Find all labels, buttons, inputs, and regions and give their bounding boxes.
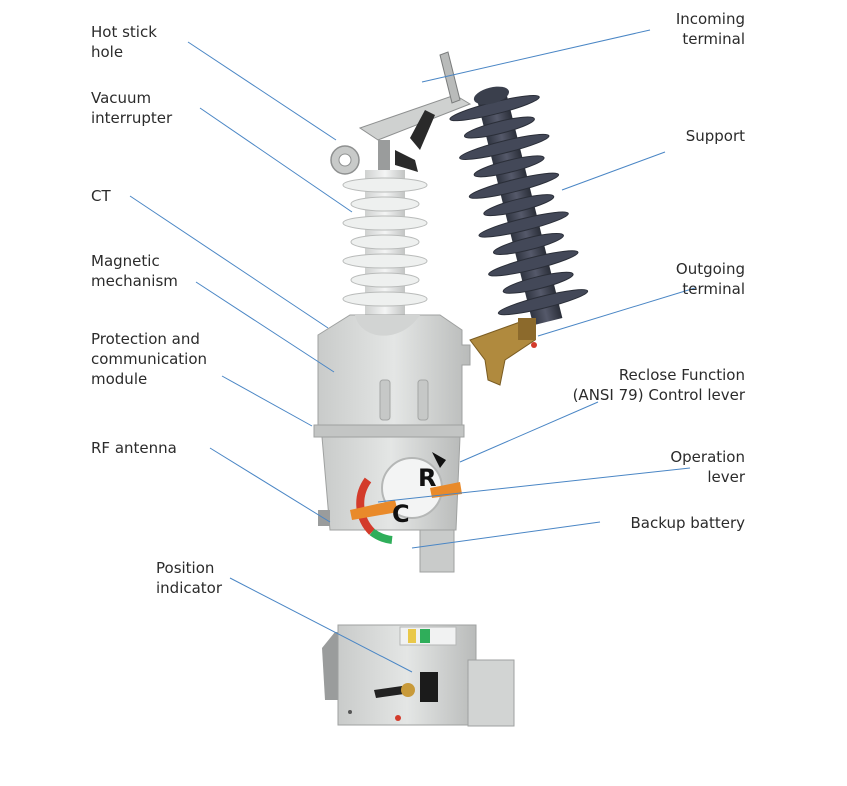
insulator-shed-dark <box>483 194 555 217</box>
leader-protection-module <box>221 375 313 427</box>
label-ct: CT <box>91 187 111 205</box>
leader-incoming-terminal <box>421 29 651 83</box>
label-support: Support <box>685 127 745 145</box>
insulator-shed-dark <box>502 271 574 294</box>
leader-support <box>561 151 666 191</box>
leader-lines <box>129 29 696 673</box>
vacuum-interrupter-insulator <box>342 170 428 335</box>
reclose-dial <box>350 452 462 544</box>
position-indicator-window <box>420 672 438 702</box>
leader-vacuum-interrupter <box>199 107 353 213</box>
operation-lever-handle <box>350 500 398 520</box>
leader-reclose-function <box>459 401 599 463</box>
outgoing-terminal-brass <box>469 318 537 386</box>
insulator-shed <box>350 272 420 288</box>
leader-outgoing-terminal <box>537 287 696 337</box>
leader-backup-battery <box>411 521 601 549</box>
insulator-shed-dark <box>493 232 564 255</box>
dial-letter-c: C <box>392 500 410 528</box>
insulator-shed-dark <box>497 289 589 316</box>
position-indicator-unit <box>322 624 515 727</box>
label-reclose-function: Reclose Function(ANSI 79) Control lever <box>572 366 745 404</box>
label-backup-battery: Backup battery <box>630 514 746 532</box>
leader-operation-lever <box>377 467 691 503</box>
leader-magnetic-mechanism <box>195 281 335 373</box>
incoming-terminal-bracket <box>330 51 472 175</box>
insulator-shed <box>342 177 428 193</box>
dial-letter-r: R <box>418 464 436 492</box>
insulator-shed-dark <box>478 211 569 238</box>
insulator-shed <box>342 291 428 307</box>
leader-hot-stick-hole <box>187 41 337 141</box>
support-insulator <box>449 86 589 326</box>
insulator-shed-dark <box>463 116 535 139</box>
ct-housing <box>317 314 471 431</box>
insulator-shed <box>350 196 420 212</box>
leader-rf-antenna <box>209 447 331 523</box>
leader-ct <box>129 195 329 329</box>
insulator-shed-dark <box>488 250 579 277</box>
leader-position-indicator <box>229 577 413 673</box>
insulator-shed-dark <box>468 172 560 199</box>
insulator-shed <box>350 234 420 250</box>
label-rf-antenna: RF antenna <box>91 439 177 457</box>
insulator-shed-dark <box>473 155 545 178</box>
insulator-shed <box>342 253 428 269</box>
insulator-shed <box>342 215 428 231</box>
backup-battery-pack <box>419 529 455 573</box>
battery-cover <box>467 659 515 727</box>
insulator-shed-dark <box>459 133 550 160</box>
